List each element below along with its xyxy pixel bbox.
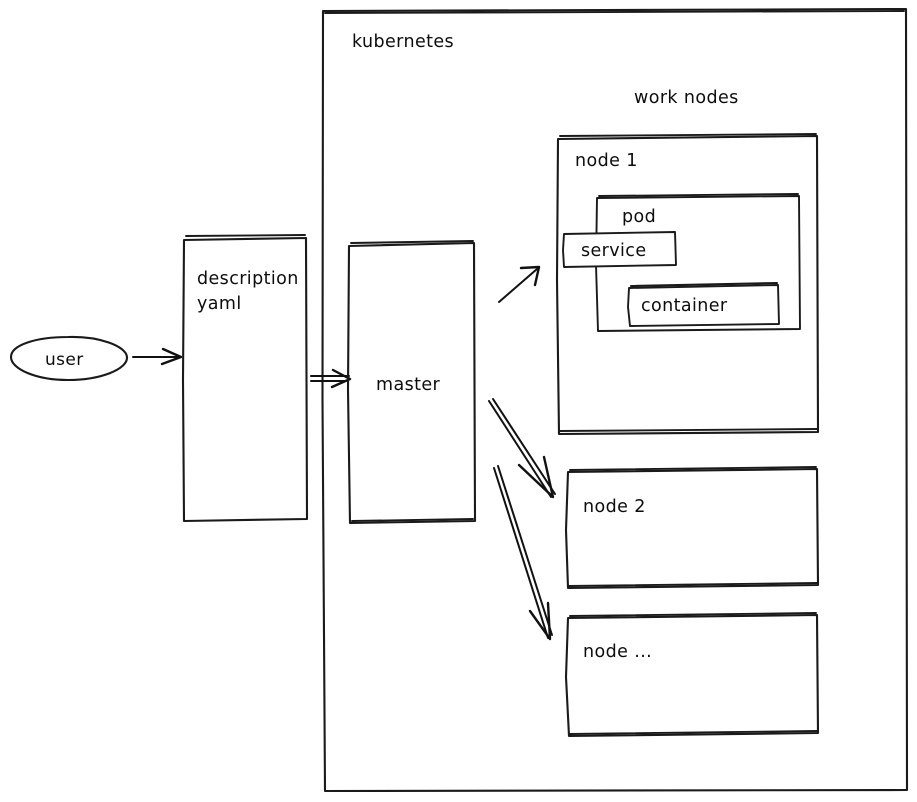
- description-yaml-box[interactable]: description yaml: [181, 234, 309, 523]
- kubernetes-label: kubernetes: [352, 32, 454, 52]
- arrow-master-to-node-more: [493, 465, 553, 641]
- node-1-label: node 1: [575, 151, 638, 171]
- container-label: container: [641, 296, 728, 316]
- master-box[interactable]: master: [346, 240, 477, 525]
- description-yaml-line2: yaml: [197, 294, 242, 314]
- work-nodes-label: work nodes: [634, 88, 739, 108]
- node-1-box[interactable]: node 1: [555, 133, 820, 436]
- kubernetes-boundary-box: [321, 7, 909, 793]
- node-2-box[interactable]: node 2: [564, 466, 820, 590]
- service-label: service: [581, 241, 647, 261]
- node-more-box[interactable]: node ...: [564, 612, 820, 738]
- user-label: user: [45, 350, 84, 370]
- container-box[interactable]: container: [627, 281, 780, 327]
- pod-label: pod: [622, 207, 656, 227]
- arrow-master-to-node-2: [488, 398, 556, 499]
- user-actor[interactable]: user: [9, 335, 129, 382]
- node-2-label: node 2: [583, 497, 646, 517]
- arrow-spec-to-master: [310, 368, 352, 389]
- master-label: master: [376, 375, 441, 395]
- description-yaml-line1: description: [197, 269, 299, 289]
- arrow-user-to-spec: [132, 347, 183, 366]
- service-box[interactable]: service: [562, 231, 677, 268]
- arrow-master-to-node-1: [498, 265, 541, 303]
- node-more-label: node ...: [583, 642, 652, 662]
